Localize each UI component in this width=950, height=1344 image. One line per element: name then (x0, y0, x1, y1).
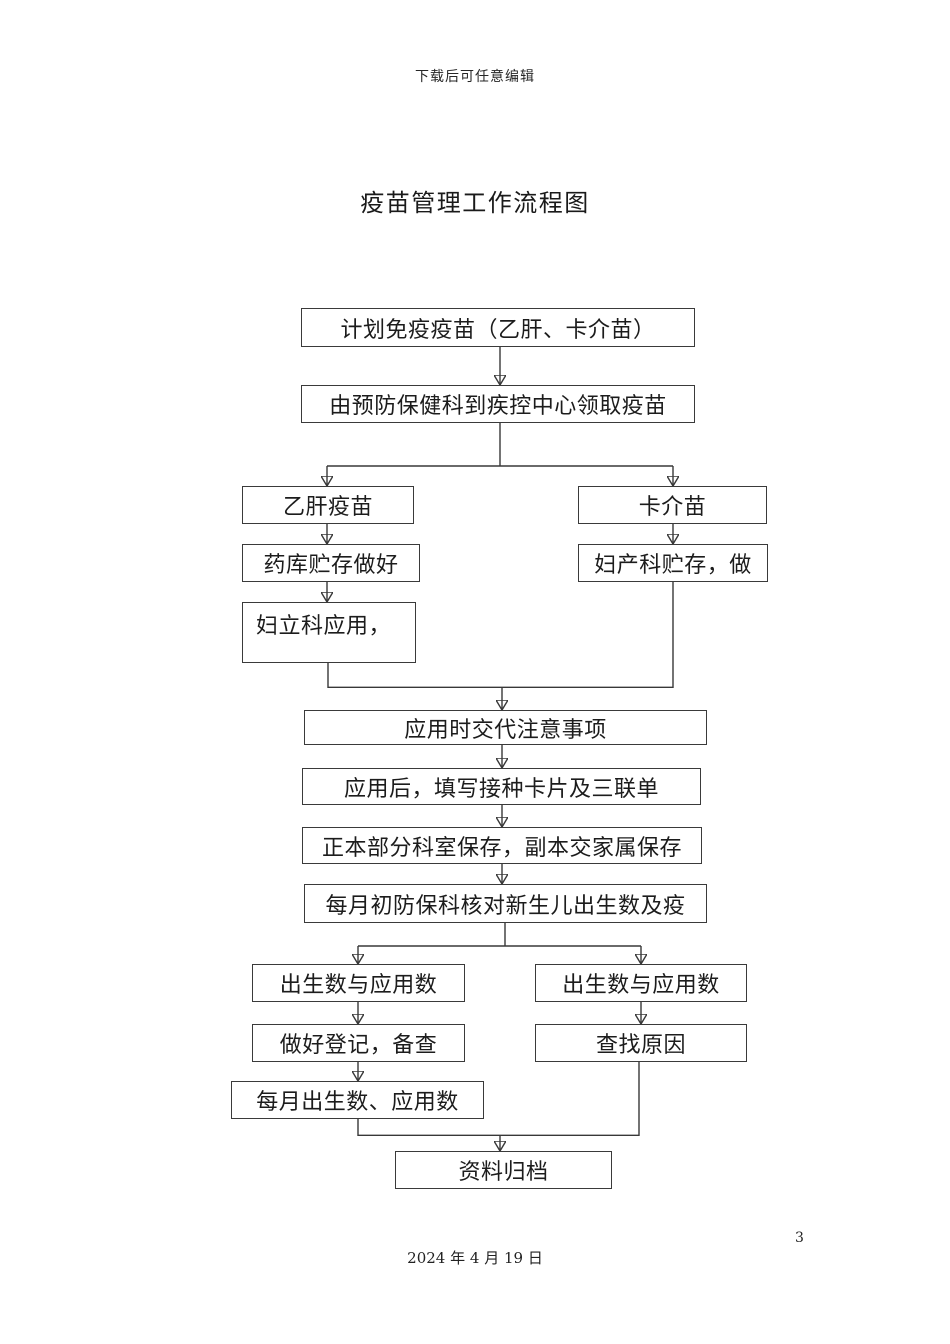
flow-node-register: 做好登记，备查 (252, 1024, 465, 1062)
flow-node-hepb-vaccine: 乙肝疫苗 (242, 486, 414, 524)
footer-date: 2024 年 4 月 19 日 (407, 1249, 543, 1267)
flow-node-find-reason: 查找原因 (535, 1024, 747, 1062)
flow-node-pharmacy-storage: 药库贮存做好 (242, 544, 420, 582)
flow-node-counts-left: 出生数与应用数 (252, 964, 465, 1002)
page-number: 3 (795, 1230, 804, 1246)
header-note: 下载后可任意编辑 (415, 69, 535, 85)
flow-node-application-notes: 应用时交代注意事项 (304, 710, 707, 745)
flow-node-bcg-vaccine: 卡介苗 (578, 486, 767, 524)
flow-node-plan-vaccine: 计划免疫疫苗（乙肝、卡介苗） (301, 308, 695, 347)
page-title: 疫苗管理工作流程图 (360, 189, 590, 217)
split-collect-trunk (327, 423, 673, 467)
merge-monthly-findreason (357, 1062, 640, 1136)
flow-node-keep-copies: 正本部分科室保存，副本交家属保存 (302, 827, 702, 864)
flow-node-archive: 资料归档 (395, 1151, 612, 1189)
flow-node-counts-right: 出生数与应用数 (535, 964, 747, 1002)
flow-node-monthly-check: 每月初防保科核对新生儿出生数及疫 (304, 884, 707, 923)
flow-node-obstetrics-storage: 妇产科贮存，做 (578, 544, 768, 582)
flow-node-fill-cards: 应用后，填写接种卡片及三联单 (302, 768, 701, 805)
flow-node-obstetrics-apply: 妇立科应用， (242, 602, 416, 663)
merge-apply-storage (327, 582, 674, 688)
flow-node-monthly-numbers: 每月出生数、应用数 (231, 1081, 484, 1119)
flow-node-collect-vaccine: 由预防保健科到疾控中心领取疫苗 (301, 385, 695, 423)
split-check-trunk (358, 923, 641, 947)
